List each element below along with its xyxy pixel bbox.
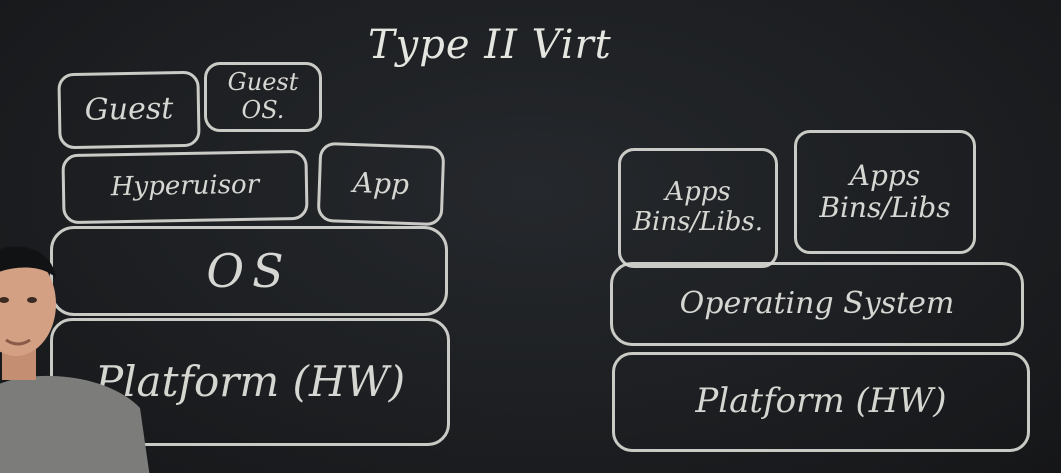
- platform-label-left: Platform (HW): [94, 356, 406, 406]
- diagram-title: Type II Virt: [368, 22, 612, 68]
- guest-os-label: Guest OS.: [227, 68, 299, 124]
- guest-label: Guest: [84, 90, 174, 128]
- apps-label-1: Apps: [665, 177, 731, 208]
- bins-libs-label-1: Bins/Libs.: [632, 207, 764, 237]
- apps-bins-box-1: Apps Bins/Libs.: [618, 148, 778, 268]
- operating-system-box: Operating System: [610, 262, 1024, 346]
- app-box: App: [316, 141, 446, 227]
- hypervisor-label: Hyperuisor: [110, 169, 260, 203]
- lecturer-figure: [0, 246, 150, 473]
- guest-box: Guest: [57, 70, 201, 150]
- guest-os-box: Guest OS.: [204, 62, 322, 132]
- app-label: App: [352, 165, 410, 201]
- platform-label-right: Platform (HW): [695, 381, 947, 422]
- bins-libs-label-2: Bins/Libs: [819, 191, 951, 224]
- operating-system-label: Operating System: [679, 285, 955, 321]
- platform-box-right: Platform (HW): [612, 352, 1030, 452]
- apps-bins-box-2: Apps Bins/Libs: [794, 130, 976, 254]
- apps-label-2: Apps: [849, 158, 921, 192]
- hypervisor-box: Hyperuisor: [61, 149, 309, 225]
- os-label: OS: [206, 243, 292, 298]
